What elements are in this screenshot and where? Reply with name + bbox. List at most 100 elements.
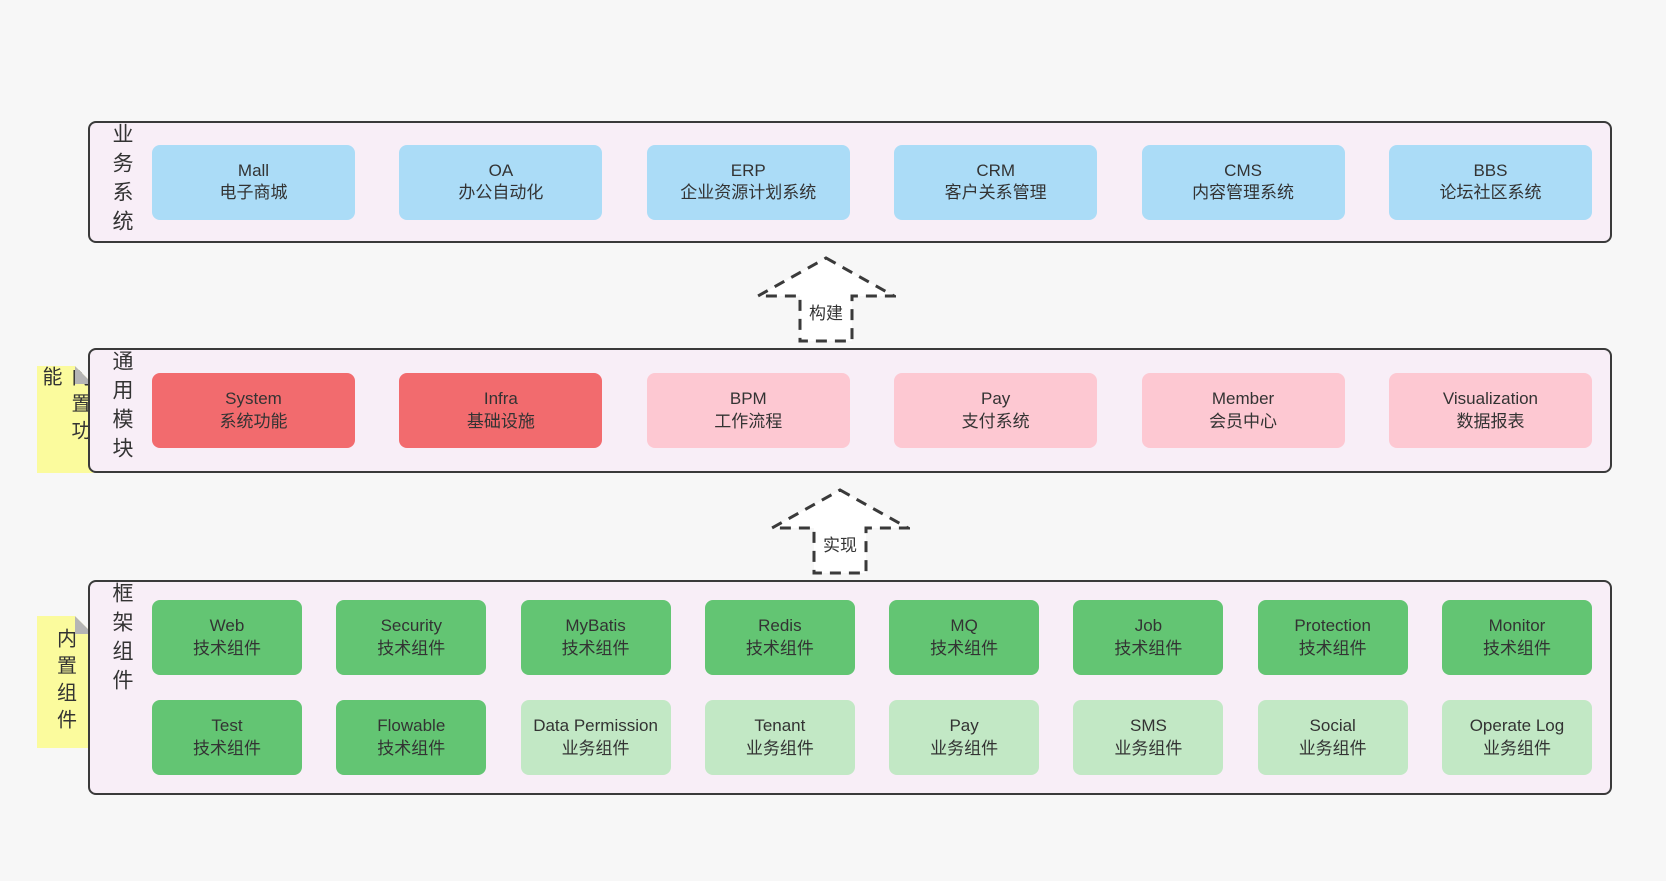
panel-common-modules: 通用模块 System 系统功能 Infra 基础设施 BPM 工作流程 Pay…: [88, 348, 1612, 473]
box-data-permission: Data Permission 业务组件: [520, 700, 671, 775]
box-protection: Protection 技术组件: [1257, 600, 1408, 675]
sticky-note-builtin-functions: 内置功能: [37, 366, 93, 473]
box-test: Test 技术组件: [152, 700, 302, 775]
sticky-note-builtin-components: 内置组件: [37, 616, 93, 748]
box-subtitle: 企业资源计划系统: [680, 183, 817, 202]
box-security: Security 技术组件: [336, 600, 487, 675]
box-title: MQ: [950, 616, 978, 636]
components-row-2: Test 技术组件 Flowable 技术组件 Data Permission …: [90, 700, 1610, 775]
box-title: Operate Log: [1469, 716, 1565, 736]
box-title: BBS: [1473, 160, 1508, 180]
panel-business-systems: 业务系统 Mall 电子商城 OA 办公自动化 ERP 企业资源计划系统 CRM…: [88, 121, 1612, 243]
modules-boxes-row: System 系统功能 Infra 基础设施 BPM 工作流程 Pay 支付系统…: [90, 373, 1610, 448]
business-boxes-row: Mall 电子商城 OA 办公自动化 ERP 企业资源计划系统 CRM 客户关系…: [90, 144, 1610, 220]
box-title: Member: [1211, 389, 1275, 409]
box-subtitle: 办公自动化: [458, 183, 544, 202]
box-title: Visualization: [1442, 389, 1539, 409]
box-mq: MQ 技术组件: [889, 600, 1040, 675]
panel-label-framework-components: 框架组件: [110, 582, 133, 698]
box-subtitle: 内容管理系统: [1192, 183, 1295, 202]
box-social: Social 业务组件: [1257, 700, 1408, 775]
box-title: Infra: [483, 389, 518, 409]
box-title: Pay: [981, 389, 1011, 409]
box-subtitle: 论坛社区系统: [1439, 183, 1542, 202]
box-title: Mall: [237, 160, 270, 180]
box-pay-business: Pay 业务组件: [889, 700, 1040, 775]
box-subtitle: 业务组件: [1298, 738, 1367, 758]
box-subtitle: 基础设施: [466, 411, 535, 431]
up-arrow-icon: [770, 488, 910, 575]
box-subtitle: 技术组件: [193, 638, 261, 658]
box-subtitle: 业务组件: [561, 738, 630, 758]
box-bpm: BPM 工作流程: [646, 373, 850, 448]
box-operate-log: Operate Log 业务组件: [1441, 700, 1592, 775]
box-cms: CMS 内容管理系统: [1141, 144, 1345, 220]
sticky-note-label: 内置组件: [53, 628, 76, 736]
box-system: System 系统功能: [152, 373, 355, 448]
box-title: Tenant: [754, 716, 806, 736]
box-flowable: Flowable 技术组件: [336, 700, 487, 775]
box-mybatis: MyBatis 技术组件: [520, 600, 671, 675]
box-title: SMS: [1129, 716, 1167, 736]
box-title: ERP: [730, 160, 766, 180]
box-title: System: [225, 389, 282, 409]
box-subtitle: 业务组件: [1114, 738, 1183, 758]
box-subtitle: 业务组件: [1482, 738, 1551, 758]
box-visualization: Visualization 数据报表: [1388, 373, 1592, 448]
box-infra: Infra 基础设施: [399, 373, 603, 448]
box-subtitle: 数据报表: [1456, 411, 1525, 431]
components-rows: Web 技术组件 Security 技术组件 MyBatis 技术组件 Redi…: [90, 600, 1610, 775]
box-sms: SMS 业务组件: [1073, 700, 1224, 775]
box-subtitle: 业务组件: [930, 738, 999, 758]
arrow-build: 构建: [756, 255, 896, 345]
box-title: Test: [211, 716, 243, 736]
box-title: CRM: [976, 160, 1016, 180]
box-subtitle: 支付系统: [961, 411, 1030, 431]
box-crm: CRM 客户关系管理: [894, 144, 1098, 220]
arrow-build-label: 构建: [809, 304, 843, 323]
box-monitor: Monitor 技术组件: [1441, 600, 1592, 675]
box-subtitle: 客户关系管理: [944, 183, 1047, 202]
up-arrow-icon: [756, 256, 896, 343]
box-subtitle: 技术组件: [377, 738, 446, 758]
box-pay: Pay 支付系统: [894, 373, 1098, 448]
box-title: Web: [209, 616, 245, 636]
box-subtitle: 技术组件: [930, 638, 999, 658]
box-title: Pay: [949, 716, 979, 736]
box-subtitle: 工作流程: [714, 411, 783, 431]
panel-framework-components: 框架组件 Web 技术组件 Security 技术组件 MyBatis 技术组件…: [88, 580, 1612, 795]
sticky-note-label: 内置功能: [39, 366, 90, 447]
panel-label-common-modules: 通用模块: [110, 350, 133, 466]
box-mall: Mall 电子商城: [152, 144, 355, 220]
box-title: Monitor: [1488, 616, 1546, 636]
box-tenant: Tenant 业务组件: [704, 700, 855, 775]
panel-label-business-systems: 业务系统: [110, 123, 133, 239]
box-title: Protection: [1294, 616, 1371, 636]
box-title: Redis: [758, 616, 802, 636]
box-subtitle: 技术组件: [561, 638, 630, 658]
box-subtitle: 技术组件: [377, 638, 446, 658]
arrow-implement: 实现: [770, 487, 910, 577]
box-subtitle: 电子商城: [219, 183, 288, 202]
box-subtitle: 业务组件: [745, 738, 814, 758]
arrow-implement-label: 实现: [823, 536, 857, 555]
box-title: Social: [1309, 716, 1356, 736]
components-row-1: Web 技术组件 Security 技术组件 MyBatis 技术组件 Redi…: [90, 600, 1610, 675]
box-web: Web 技术组件: [152, 600, 302, 675]
box-title: OA: [488, 160, 514, 180]
box-oa: OA 办公自动化: [399, 144, 603, 220]
box-bbs: BBS 论坛社区系统: [1388, 144, 1592, 220]
box-member: Member 会员中心: [1141, 373, 1345, 448]
box-title: Flowable: [377, 716, 446, 736]
box-title: CMS: [1224, 160, 1262, 180]
box-job: Job 技术组件: [1073, 600, 1224, 675]
box-subtitle: 技术组件: [1298, 638, 1367, 658]
box-subtitle: 系统功能: [219, 411, 288, 431]
box-title: Security: [380, 616, 442, 636]
box-subtitle: 技术组件: [1114, 638, 1183, 658]
box-redis: Redis 技术组件: [704, 600, 855, 675]
box-erp: ERP 企业资源计划系统: [646, 144, 850, 220]
box-subtitle: 技术组件: [193, 738, 261, 758]
box-subtitle: 技术组件: [1482, 638, 1551, 658]
